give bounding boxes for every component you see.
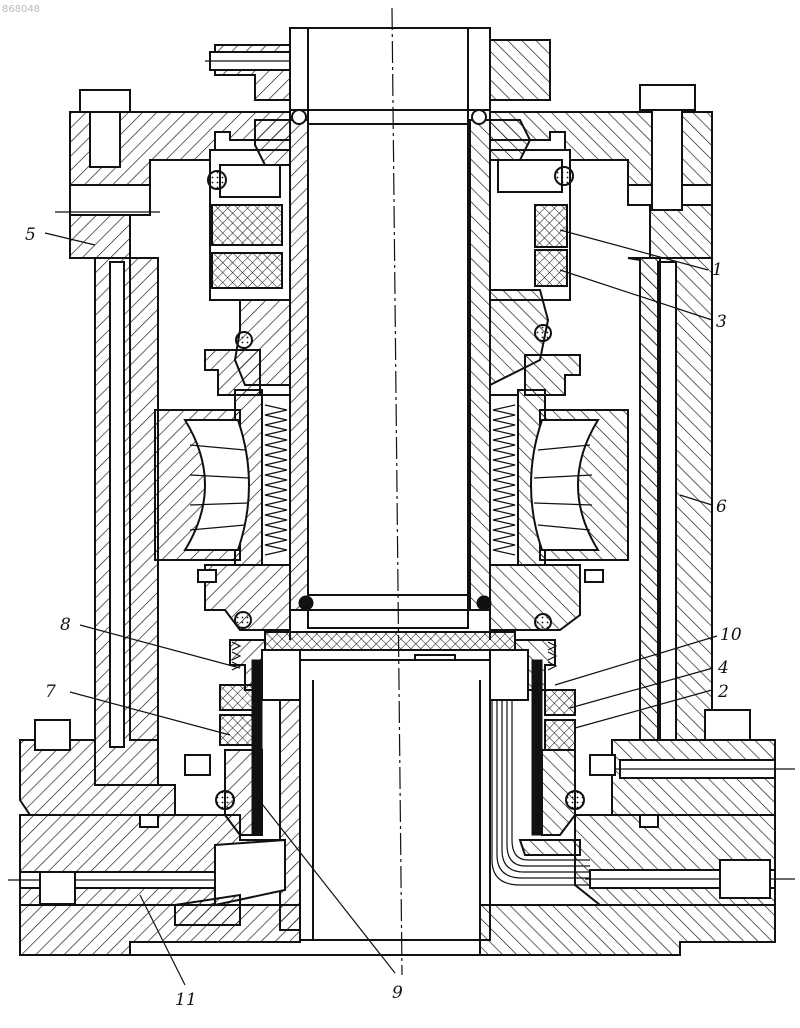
lower-seal-right bbox=[490, 640, 584, 835]
callout-10: 10 bbox=[720, 625, 742, 645]
outer-wall-right bbox=[628, 258, 712, 740]
bellows-right bbox=[490, 395, 518, 565]
roller-block-right bbox=[531, 410, 628, 560]
upper-seals-left bbox=[208, 120, 290, 300]
watermark-text: 868048 bbox=[2, 4, 40, 15]
callout-7: 7 bbox=[45, 682, 56, 702]
callout-3: 3 bbox=[716, 312, 727, 332]
callout-2: 2 bbox=[717, 682, 729, 702]
callout-4: 4 bbox=[717, 658, 729, 678]
callout-11: 11 bbox=[175, 990, 197, 1010]
outer-wall-left bbox=[95, 258, 158, 785]
bellows-left bbox=[262, 395, 290, 565]
callout-5: 5 bbox=[25, 225, 36, 245]
roller-block-left bbox=[155, 410, 249, 560]
callout-6: 6 bbox=[716, 497, 727, 517]
callout-9: 9 bbox=[392, 983, 403, 1003]
callout-1: 1 bbox=[712, 260, 723, 280]
upper-seals-right bbox=[490, 120, 573, 300]
lower-inner-tube bbox=[280, 660, 490, 940]
central-tube bbox=[290, 28, 491, 640]
callout-8: 8 bbox=[60, 615, 71, 635]
